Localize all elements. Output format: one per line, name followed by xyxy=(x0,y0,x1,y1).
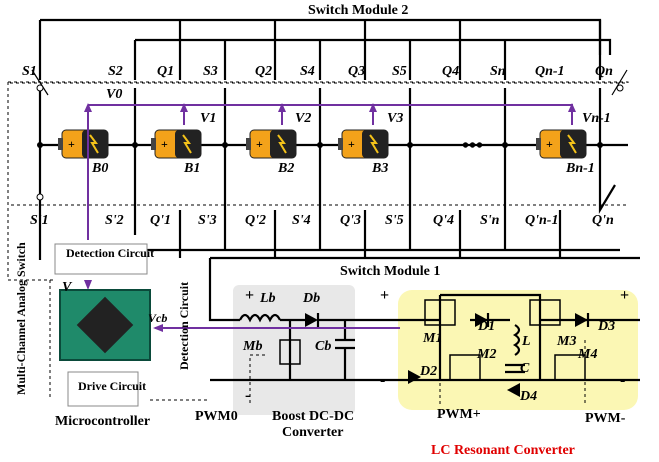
minus-boost: - xyxy=(245,387,250,404)
plus-lc-in: + xyxy=(380,287,389,304)
v-label: V xyxy=(62,280,73,295)
vertical-taps xyxy=(38,88,602,200)
top-switch-labels: S1 S2 Q1 S3 Q2 S4 Q3 S5 Q4 Sn Qn-1 Qn xyxy=(22,64,613,79)
label-qn1p: Q'n-1 xyxy=(525,213,558,228)
label-q1: Q1 xyxy=(157,64,174,79)
cb-label: Cb xyxy=(315,339,331,354)
svg-text:+: + xyxy=(348,137,355,151)
label-q2: Q2 xyxy=(255,64,272,79)
label-qnp: Q'n xyxy=(592,213,614,228)
battery-b3-icon: + xyxy=(338,129,389,159)
voltage-arrow-heads xyxy=(84,103,576,112)
label-q3: Q3 xyxy=(348,64,365,79)
label-s3: S3 xyxy=(203,64,218,79)
svg-text:+: + xyxy=(68,137,75,151)
boost-converter-region xyxy=(233,285,355,415)
d3-label: D3 xyxy=(597,319,615,334)
lc-converter-title: LC Resonant Converter xyxy=(431,443,575,458)
c-label: C xyxy=(520,361,530,376)
lb-label: Lb xyxy=(259,291,276,306)
battery-bn-icon: + xyxy=(536,129,587,159)
label-qn: Qn xyxy=(595,64,613,79)
label-s4: S4 xyxy=(300,64,315,79)
plus-lc-out: + xyxy=(620,287,629,304)
label-v2: V2 xyxy=(295,111,311,126)
m1-label: M1 xyxy=(422,331,442,346)
label-v3: V3 xyxy=(387,111,403,126)
label-snp: S'n xyxy=(480,213,500,228)
svg-text:+: + xyxy=(161,137,168,151)
bottom-switch-labels: S'1 S'2 Q'1 S'3 Q'2 S'4 Q'3 S'5 Q'4 S'n … xyxy=(30,213,614,228)
battery-b2-icon: + xyxy=(246,129,297,159)
minus-lc-out: - xyxy=(620,372,625,389)
mux-label: Multi-Channel Analog Switch xyxy=(14,242,28,395)
switch-module-2-border xyxy=(7,81,629,84)
detection-circuit-box xyxy=(54,243,148,275)
svg-text:+: + xyxy=(546,137,553,151)
m4-label: M4 xyxy=(577,347,597,362)
controller-wiring xyxy=(7,82,400,401)
drive-circuit-box xyxy=(67,371,139,407)
detection-side-label: Detection Circuit xyxy=(177,282,191,370)
label-s2: S2 xyxy=(108,64,123,79)
mb-label: Mb xyxy=(242,339,262,354)
pwm-plus-label: PWM+ xyxy=(437,407,481,422)
ellipsis: ••• xyxy=(462,135,483,157)
label-s1p: S'1 xyxy=(30,213,49,228)
pwm0-label: PWM0 xyxy=(195,409,238,424)
label-b1: B1 xyxy=(183,161,200,176)
label-s5p: S'5 xyxy=(385,213,404,228)
battery-b0-icon: + xyxy=(58,129,109,159)
label-s2p: S'2 xyxy=(105,213,124,228)
battery-b1-icon: + xyxy=(151,129,202,159)
label-v0: V0 xyxy=(106,87,122,102)
microcontroller-chip-icon xyxy=(59,289,151,361)
microcontroller-label: Microcontroller xyxy=(55,414,150,429)
label-q4: Q4 xyxy=(442,64,459,79)
minus-lc-in: - xyxy=(380,372,385,389)
l-label: L xyxy=(521,334,531,349)
vcb-label: Vcb xyxy=(148,311,167,325)
boost-converter xyxy=(208,258,400,405)
label-q1p: Q'1 xyxy=(150,213,171,228)
label-v1: V1 xyxy=(200,111,216,126)
label-s3p: S'3 xyxy=(198,213,217,228)
db-label: Db xyxy=(302,291,320,306)
battery-labels: B0 B1 B2 B3 Bn-1 xyxy=(91,161,595,176)
lc-converter xyxy=(400,293,640,405)
pwm-minus-label: PWM- xyxy=(585,411,626,426)
voltage-labels: V0 V1 V2 V3 Vn-1 xyxy=(106,87,611,126)
svg-text:+: + xyxy=(256,137,263,151)
label-qn1: Qn-1 xyxy=(535,64,565,79)
switch-module-1-title: Switch Module 1 xyxy=(340,264,440,279)
d2-label: D2 xyxy=(419,364,437,379)
d1-label: D1 xyxy=(477,319,495,334)
m3-label: M3 xyxy=(556,334,576,349)
label-vn1: Vn-1 xyxy=(582,111,611,126)
d4-label: D4 xyxy=(519,389,537,404)
label-bn1: Bn-1 xyxy=(565,161,595,176)
m2-label: M2 xyxy=(476,347,496,362)
label-q4p: Q'4 xyxy=(433,213,454,228)
label-s1: S1 xyxy=(22,64,37,79)
label-sn: Sn xyxy=(490,64,506,79)
detection-circuit-label: Detection Circuit xyxy=(66,246,154,260)
label-b2: B2 xyxy=(277,161,294,176)
bottom-bus xyxy=(38,184,640,260)
top-bus xyxy=(38,18,612,80)
boost-line2: Converter xyxy=(282,425,343,440)
drive-circuit-label: Drive Circuit xyxy=(78,379,146,393)
label-q3p: Q'3 xyxy=(340,213,361,228)
plus-boost: + xyxy=(245,287,254,304)
label-s5: S5 xyxy=(392,64,407,79)
top-switch-symbols xyxy=(31,69,628,201)
label-q2p: Q'2 xyxy=(245,213,266,228)
label-s4p: S'4 xyxy=(292,213,311,228)
switch-module-2-title: Switch Module 2 xyxy=(308,3,408,18)
label-b3: B3 xyxy=(371,161,388,176)
label-b0: B0 xyxy=(91,161,108,176)
boost-line1: Boost DC-DC xyxy=(272,409,354,424)
